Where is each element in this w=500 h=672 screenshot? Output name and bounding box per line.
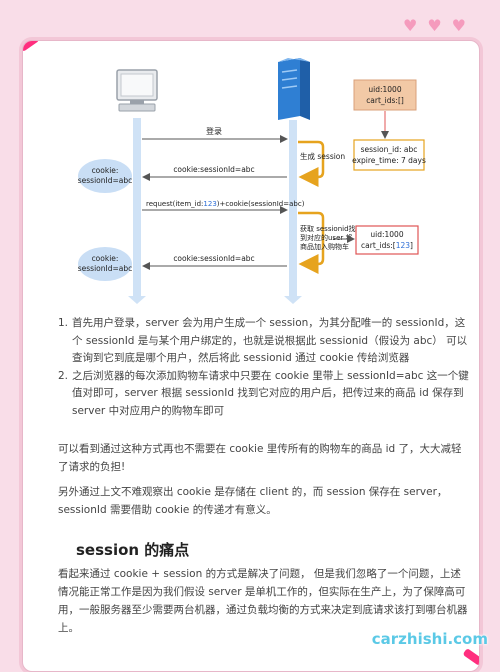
server-lifeline — [289, 120, 297, 300]
list-text: 之后浏览器的每次添加购物车请求中只要在 cookie 里带上 sessionId… — [72, 369, 469, 417]
user-record-line: uid:1000 — [368, 85, 401, 94]
list-item: 2. 之后浏览器的每次添加购物车请求中只要在 cookie 里带上 sessio… — [58, 368, 470, 421]
watermark: carzhishi.com — [371, 630, 488, 648]
paragraph: 可以看到通过这种方式再也不需要在 cookie 里传所有的购物车的商品 id 了… — [58, 443, 462, 473]
lookup-label-line: 到对应的user 将 — [300, 233, 353, 242]
user-cart-line: uid:1000 — [370, 230, 403, 239]
heart-icon: ♥ — [402, 16, 418, 35]
list-number: 2. — [58, 369, 69, 382]
decorative-hearts: ♥ ♥ ♥ — [403, 18, 466, 34]
lookup-bracket — [298, 211, 325, 274]
client-lifeline — [133, 118, 141, 300]
lookup-label-line: 商品加入购物车 — [300, 242, 349, 251]
ellipse-line: cookie: — [92, 254, 119, 263]
client-cookie-ellipse — [78, 159, 132, 193]
user-record-line: cart_ids:[] — [366, 96, 404, 105]
user-cart-line: cart_ids:[123] — [361, 241, 413, 250]
computer-icon — [116, 69, 158, 112]
login-label: 登录 — [206, 126, 222, 136]
lookup-label-line: 获取 sessionid找 — [300, 224, 356, 233]
user-cart-box — [355, 225, 419, 255]
session-record-line: session_id: abc — [361, 145, 418, 154]
paragraph: 另外通过上文不难观察出 cookie 是存储在 client 的，而 sessi… — [58, 486, 448, 516]
heart-icon: ♥ — [427, 16, 442, 35]
list-item: 1. 首先用户登录，server 会为用户生成一个 session，为其分配唯一… — [58, 315, 470, 368]
cookie-response-label: cookie:sessionId=abc — [173, 165, 254, 174]
list-text: 首先用户登录，server 会为用户生成一个 session，为其分配唯一的 s… — [72, 317, 468, 364]
user-record-box — [353, 79, 417, 111]
request-label: request(item_id:123)+cookie(sessionId=ab… — [146, 200, 305, 208]
session-sequence-diagram: 登录 cookie:sessionId=abc request(item_id:… — [78, 58, 426, 304]
generate-session-label: 生成 session — [300, 151, 345, 161]
paragraph: 看起来通过 cookie + session 的方式是解决了问题， 但是我们忽略… — [58, 568, 468, 634]
ellipse-line: cookie: — [92, 166, 119, 175]
client-cookie-ellipse — [78, 247, 132, 281]
explanation-list: 1. 首先用户登录，server 会为用户生成一个 session，为其分配唯一… — [58, 315, 470, 420]
server-icon — [278, 58, 310, 120]
session-record-line: expire_time: 7 days — [352, 156, 426, 165]
generate-session-bracket — [298, 140, 325, 187]
cookie-return-label: cookie:sessionId=abc — [173, 254, 254, 263]
section-heading: session 的痛点 — [76, 541, 190, 559]
heart-icon: ♥ — [451, 16, 466, 35]
ellipse-line: sessionId=abc — [78, 264, 133, 273]
list-number: 1. — [58, 317, 69, 329]
ellipse-line: sessionId=abc — [78, 176, 133, 185]
session-record-box — [353, 139, 425, 171]
